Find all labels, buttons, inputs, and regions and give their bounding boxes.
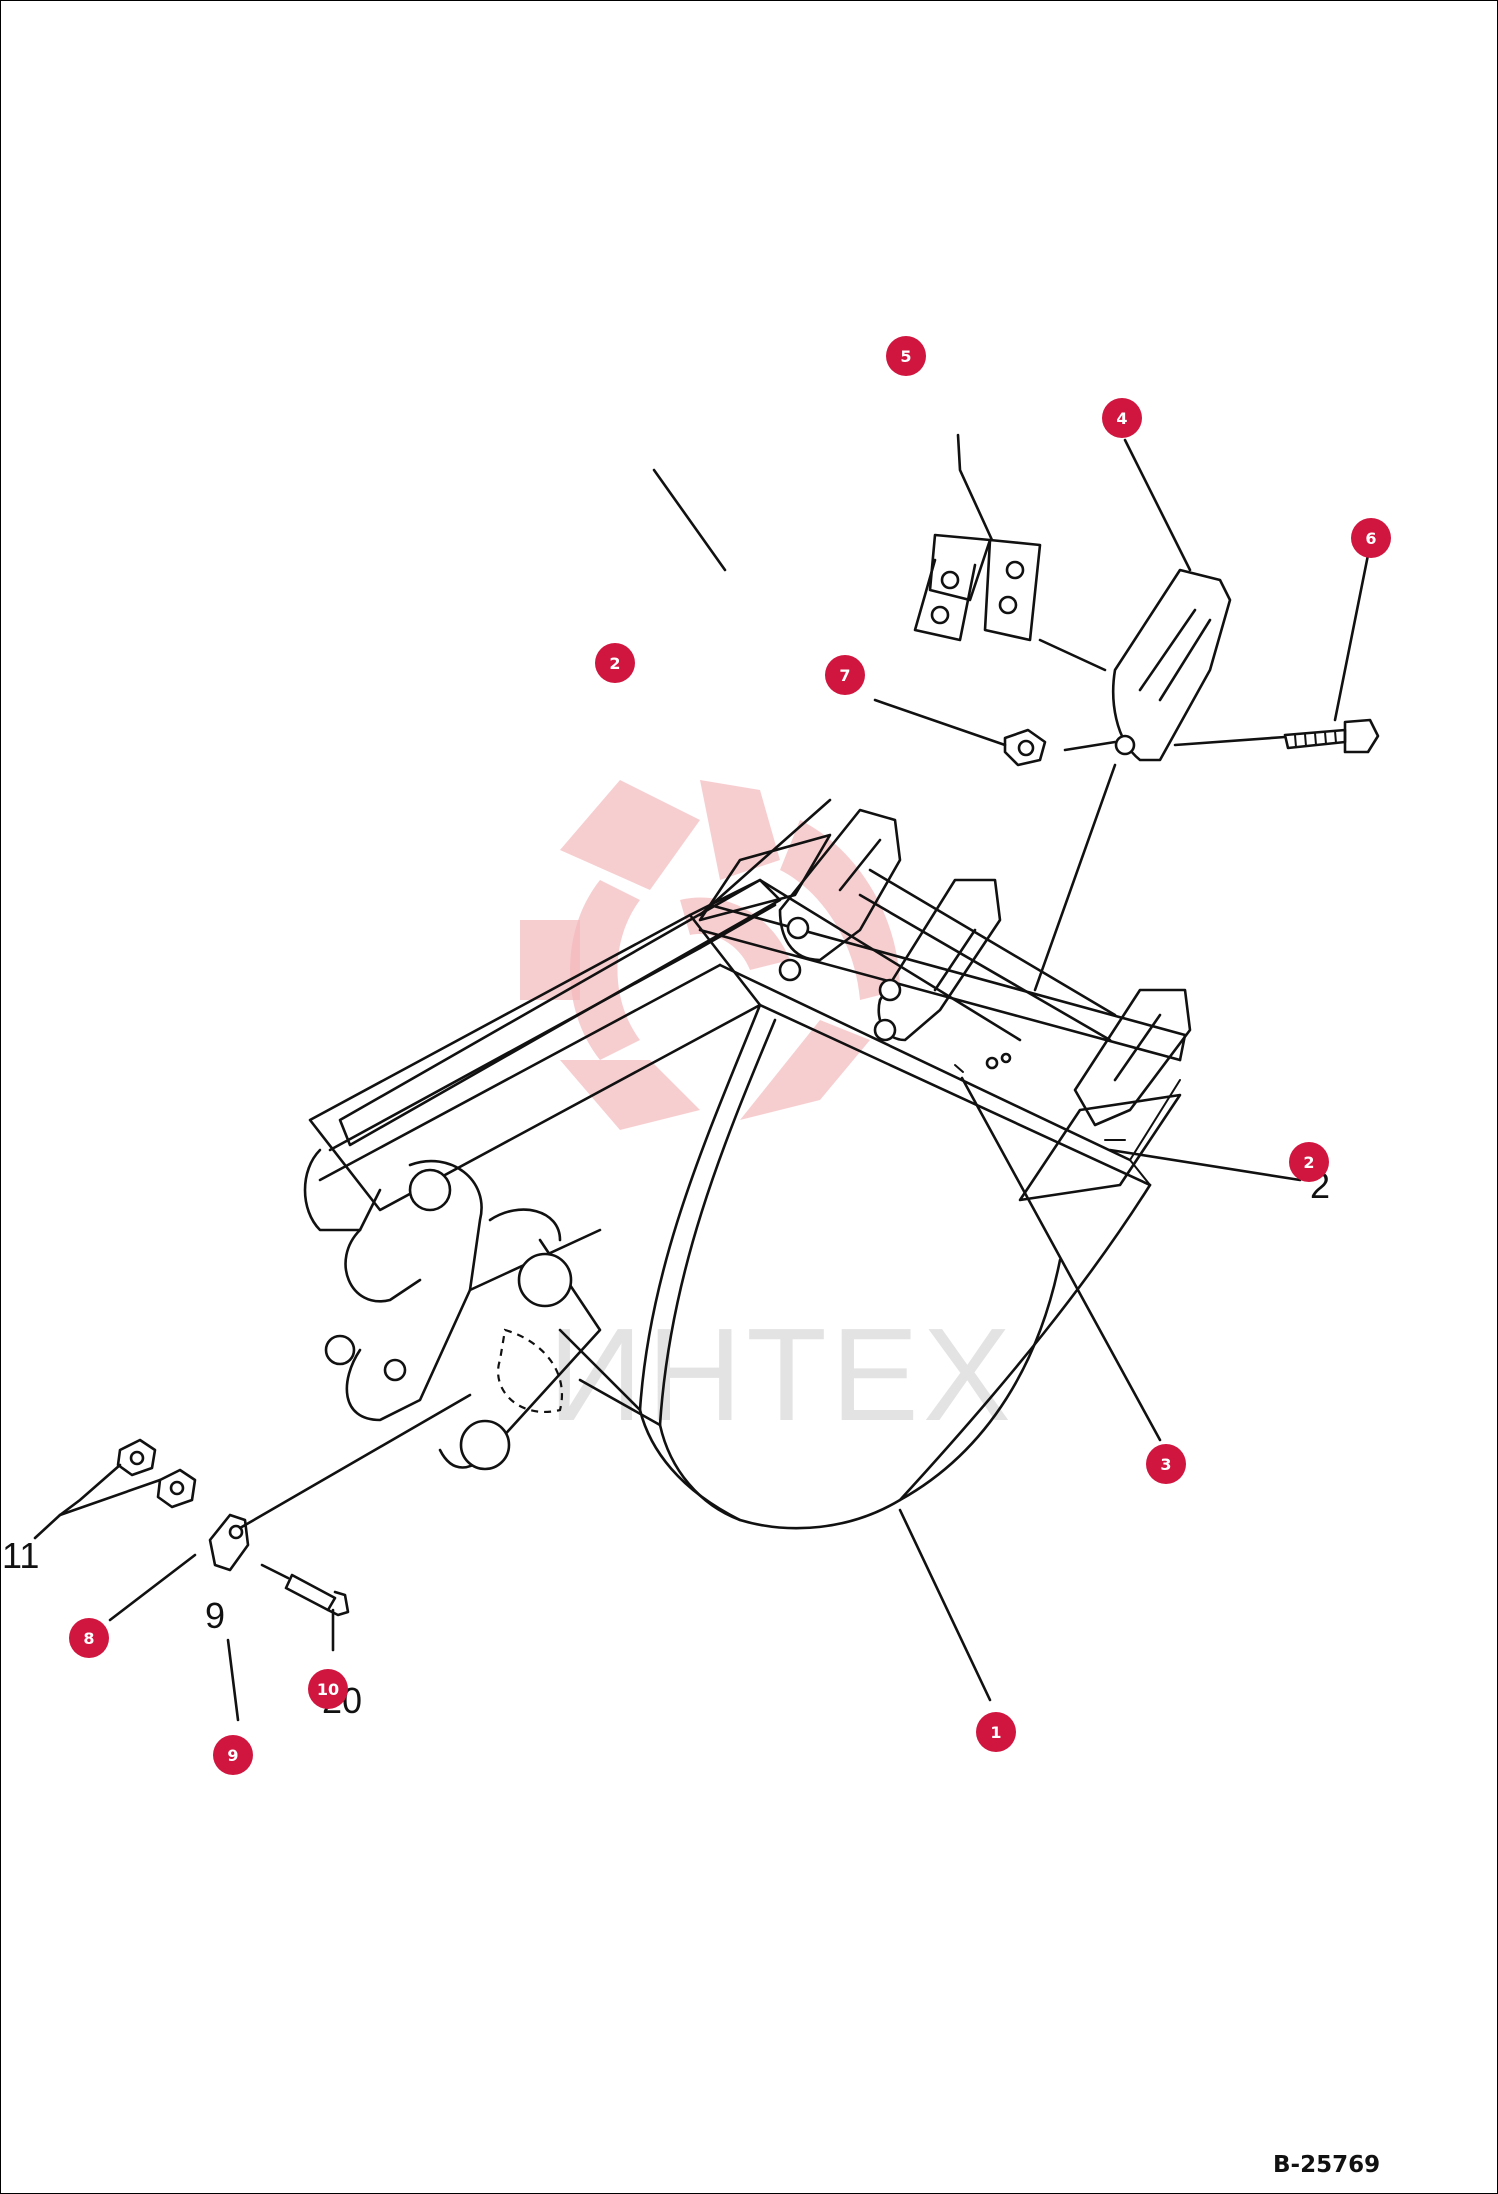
mounted-tooth — [1073, 988, 1192, 1127]
orig-label-9: 9 — [205, 1595, 225, 1636]
orig-label-11: 11 — [2, 1535, 39, 1576]
leader-6 — [1333, 543, 1372, 722]
drawing-code: B-25769 — [1273, 2152, 1381, 2178]
bucket-mount-bracket — [303, 1148, 602, 1471]
bolt-part-10 — [284, 1573, 350, 1617]
svg-text:7: 7 — [839, 666, 850, 685]
bucket-detail-holes — [954, 1052, 1012, 1073]
plate-part-8 — [208, 1513, 250, 1572]
svg-text:9: 9 — [227, 1746, 238, 1765]
leader-8-pin — [238, 1393, 472, 1530]
leader-8 — [108, 1553, 197, 1622]
leader-5b — [1038, 638, 1107, 672]
svg-text:4: 4 — [1116, 409, 1127, 428]
watermark: ИНТЕХ — [520, 780, 1015, 1448]
bolt-part-6 — [1283, 718, 1380, 754]
mounted-tooth — [778, 808, 902, 982]
leader-5 — [956, 433, 994, 542]
pin-boss-hole — [408, 1168, 452, 1212]
callout-8[interactable]: 8 — [69, 1618, 109, 1658]
leader-2-right — [1108, 1148, 1302, 1182]
side-cutter-left — [698, 833, 832, 922]
callout-3[interactable]: 3 — [1146, 1444, 1186, 1484]
leader-4 — [1123, 438, 1192, 572]
pin-boss-hole — [459, 1419, 511, 1471]
leader-11b — [58, 1463, 122, 1517]
pin-boss-hole — [517, 1252, 573, 1308]
watermark-gear-icon — [520, 780, 900, 1130]
svg-text:8: 8 — [83, 1629, 94, 1648]
leader-lines — [33, 433, 1372, 1722]
pin-boss-hole — [324, 1334, 356, 1366]
leader-10b — [260, 1563, 290, 1580]
svg-text:2: 2 — [609, 654, 620, 673]
callout-1[interactable]: 1 — [976, 1712, 1016, 1752]
pin-boss-hole — [383, 1358, 407, 1382]
callout-10[interactable]: 10 — [308, 1669, 348, 1709]
svg-text:2: 2 — [1303, 1153, 1314, 1172]
svg-text:10: 10 — [317, 1680, 339, 1699]
nut-part-11b — [156, 1468, 197, 1509]
nut-part-11a — [116, 1438, 157, 1477]
leader-1 — [898, 1508, 992, 1702]
leader-7b — [1063, 740, 1117, 752]
watermark-text: ИНТЕХ — [548, 1301, 1015, 1448]
svg-text:1: 1 — [990, 1723, 1001, 1742]
mounted-tooth — [873, 878, 1002, 1042]
leader-6b — [1173, 735, 1287, 747]
side-cutter-right — [1018, 1093, 1182, 1202]
leader-2-left — [652, 468, 727, 572]
callout-9[interactable]: 9 — [213, 1735, 253, 1775]
svg-text:5: 5 — [900, 347, 911, 366]
callout-2-left[interactable]: 2 — [595, 643, 635, 683]
callout-4[interactable]: 4 — [1102, 398, 1142, 438]
tooth-part-4 — [1112, 568, 1232, 762]
leader-9 — [226, 1638, 240, 1722]
svg-text:3: 3 — [1160, 1455, 1171, 1474]
shims-part-5 — [913, 533, 1042, 642]
leader-4b — [1033, 763, 1117, 992]
callout-6[interactable]: 6 — [1351, 518, 1391, 558]
svg-text:6: 6 — [1365, 529, 1376, 548]
nut-part-7 — [1003, 728, 1047, 767]
leader-3 — [960, 1076, 1162, 1442]
leader-11 — [58, 1478, 162, 1517]
callout-7[interactable]: 7 — [825, 655, 865, 695]
callout-2-right[interactable]: 2 — [1289, 1142, 1329, 1182]
leader-11c — [33, 1513, 62, 1540]
callout-5[interactable]: 5 — [886, 336, 926, 376]
callout-badges: 5 4 6 7 2 2 3 1 — [69, 336, 1391, 1775]
leader-7 — [873, 698, 1007, 747]
